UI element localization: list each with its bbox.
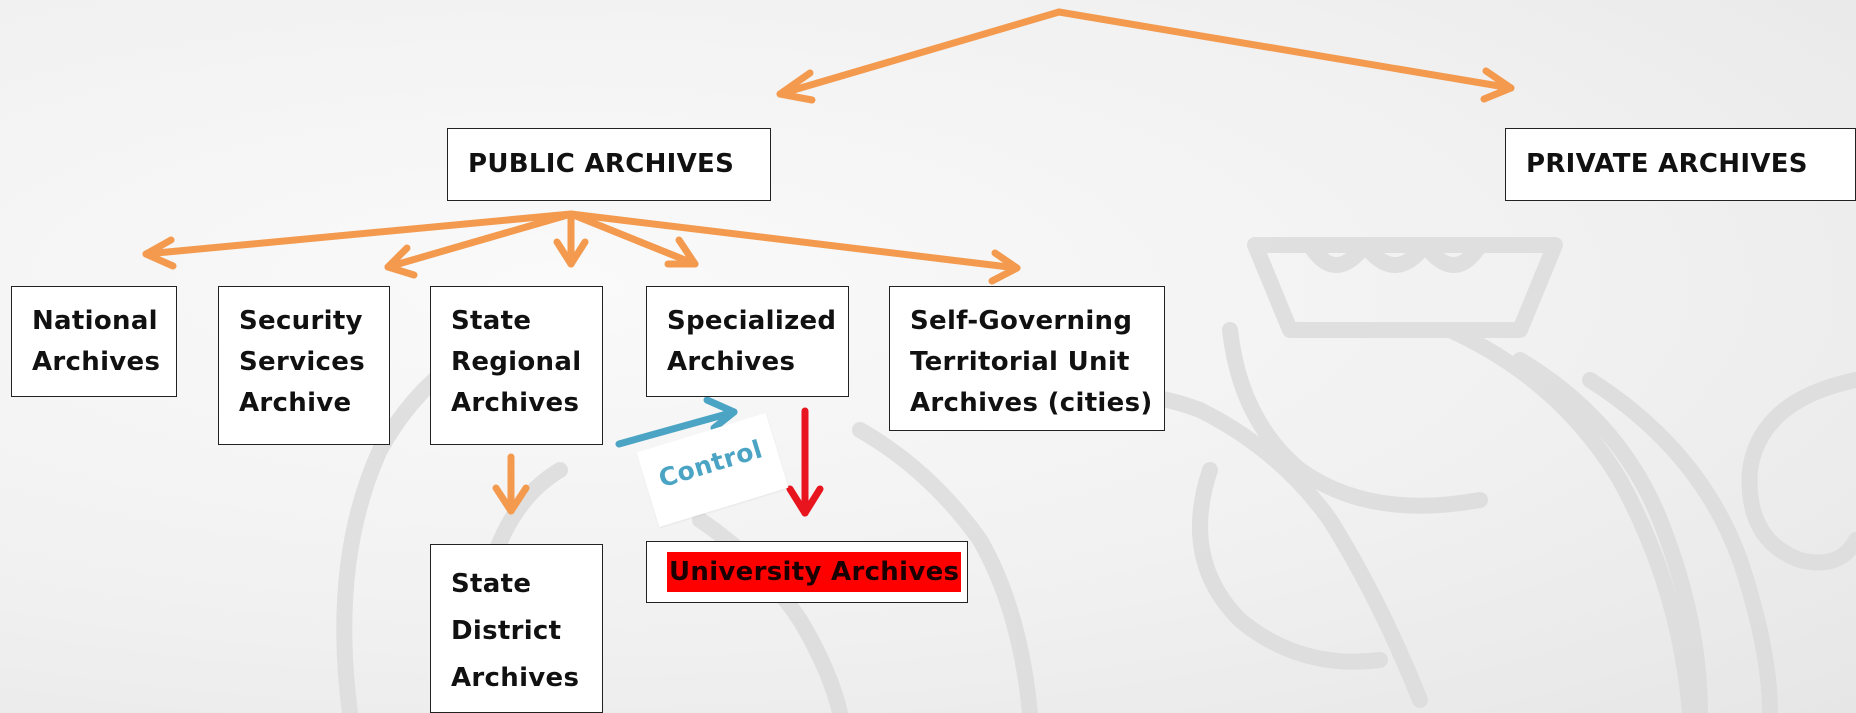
self-governing-archives-box: Self-Governing Territorial Unit Archives… [889, 286, 1165, 431]
arrow-public-to-national-archives [142, 210, 575, 270]
arrow-public-to-specialized-archives [567, 210, 699, 268]
node-label-line: State [451, 306, 532, 336]
arrow-root-to-private-archives [1055, 8, 1515, 103]
node-label-line: Security [239, 306, 363, 336]
node-label-line: Regional [451, 347, 582, 377]
node-label-line: Archive [239, 388, 352, 418]
node-label-line: Territorial Unit [910, 347, 1130, 377]
specialized-archives-box: Specialized Archives [646, 286, 849, 397]
university-archives-box: University Archives [646, 541, 968, 603]
arrow-specialized-to-university-archives [786, 407, 824, 517]
university-archives-label: University Archives [667, 552, 962, 592]
node-label-line: National [32, 306, 158, 336]
node-label-line: Archives (cities) [910, 388, 1153, 418]
state-regional-archives-box: State Regional Archives [430, 286, 603, 445]
arrow-root-to-public-archives [776, 8, 1063, 104]
node-label-line: Archives [451, 388, 580, 418]
node-label-line: Archives [451, 663, 580, 693]
node-label-line: State [451, 569, 532, 599]
arrow-public-to-self-governing-archives [567, 210, 1021, 285]
public-archives-label: PUBLIC ARCHIVES [468, 149, 735, 179]
control-arrow [615, 396, 738, 448]
private-archives-label: PRIVATE ARCHIVES [1526, 149, 1808, 179]
arrow-regional-to-district-archives [492, 453, 530, 515]
node-label-line: District [451, 616, 562, 646]
node-label-line: Archives [32, 347, 161, 377]
node-label-line: Services [239, 347, 365, 377]
arrow-public-to-state-regional-archives [553, 210, 589, 268]
node-label-line: Specialized [667, 306, 837, 336]
arrow-public-to-security-services-archive [384, 210, 575, 279]
node-label-line: Self-Governing [910, 306, 1133, 336]
node-label-line: Archives [667, 347, 796, 377]
state-district-archives-box: State District Archives [430, 544, 603, 713]
security-services-archive-box: Security Services Archive [218, 286, 390, 445]
private-archives-box: PRIVATE ARCHIVES [1505, 128, 1856, 201]
national-archives-box: National Archives [11, 286, 177, 397]
public-archives-box: PUBLIC ARCHIVES [447, 128, 771, 201]
